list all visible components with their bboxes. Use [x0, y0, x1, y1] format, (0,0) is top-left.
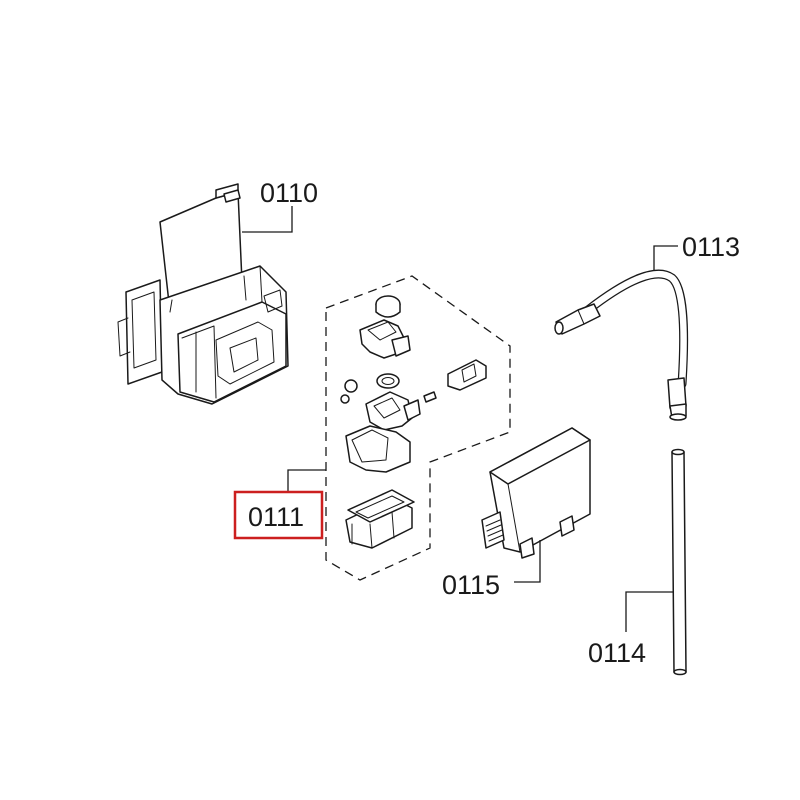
- highlight-box-0111: [233, 490, 324, 540]
- label-0113[interactable]: 0113: [682, 232, 740, 262]
- assembly-group-outline: [325, 275, 511, 581]
- label-0115[interactable]: 0115: [442, 570, 500, 600]
- part-0113-hose[interactable]: [554, 269, 689, 421]
- leader-0113: [653, 245, 678, 270]
- part-0110-housing[interactable]: [117, 183, 289, 405]
- part-0115-module[interactable]: [481, 427, 591, 559]
- part-0114-tube[interactable]: [671, 448, 687, 676]
- leader-0111: [287, 469, 326, 492]
- leader-0115: [514, 540, 541, 583]
- label-0110[interactable]: 0110: [260, 178, 318, 208]
- part-0111-valve-assembly[interactable]: [340, 295, 487, 549]
- leader-0114: [625, 591, 674, 632]
- label-0114[interactable]: 0114: [588, 638, 646, 668]
- label-0111[interactable]: 0111: [248, 502, 304, 532]
- leader-0110: [242, 206, 293, 233]
